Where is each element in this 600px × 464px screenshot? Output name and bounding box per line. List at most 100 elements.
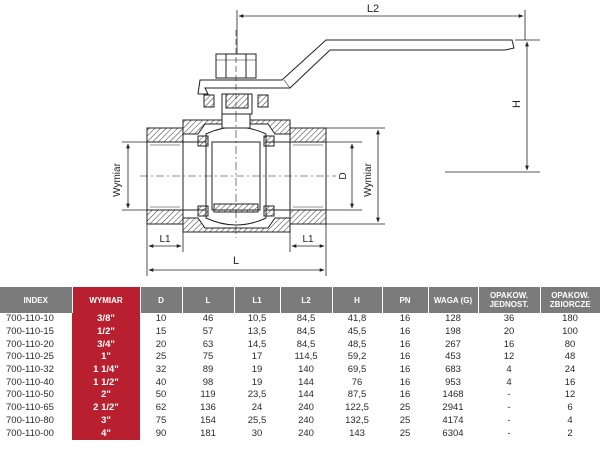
- cell-pn: 16: [399, 313, 411, 325]
- valve-body: [140, 113, 336, 238]
- header-opakow-jednost: OPAKOW. JEDNOST.: [477, 287, 540, 313]
- dimension-h: H: [445, 39, 540, 173]
- cell-opakow-jednost: 36: [503, 313, 515, 325]
- cell-opakow-jednost: -: [507, 402, 511, 414]
- cell-l: 57: [202, 326, 214, 338]
- cell-index: 700-110-25: [6, 351, 54, 363]
- cell-l2: 140: [298, 364, 314, 376]
- header-waga: WAGA (G): [427, 287, 478, 313]
- cell-wymiar: 1": [72, 351, 140, 364]
- cell-index: 700-110-10: [6, 313, 54, 325]
- cell-waga: 6304: [442, 427, 464, 439]
- cell-l: 63: [202, 338, 214, 350]
- cell-d: 40: [155, 376, 167, 388]
- cell-h: 48,5: [347, 338, 367, 350]
- cell-l1: 24: [251, 402, 263, 414]
- cell-index: 700-110-65: [6, 402, 54, 414]
- cell-wymiar: 3/4": [72, 338, 140, 352]
- cell-l1: 14,5: [247, 338, 267, 350]
- cell-l: 89: [202, 364, 214, 376]
- cell-index: 700-110-15: [6, 326, 54, 338]
- cell-opakow-zbiorcze: 4: [567, 414, 573, 426]
- cell-h: 59,2: [347, 351, 367, 363]
- cell-d: 32: [155, 364, 167, 376]
- cell-h: 41,8: [347, 313, 367, 325]
- cell-waga: 453: [445, 351, 461, 363]
- cell-waga: 198: [445, 326, 461, 338]
- cell-h: 87,5: [347, 389, 367, 401]
- cell-l1: 30: [251, 427, 263, 439]
- cell-l1: 19: [251, 364, 263, 376]
- cell-wymiar: 1/2": [72, 325, 140, 339]
- cell-wymiar: 3/8": [72, 313, 140, 326]
- dimension-d: D: [326, 141, 362, 211]
- cell-l1: 19: [251, 376, 263, 388]
- cell-index: 700-110-00: [6, 427, 54, 439]
- spec-table: INDEX WYMIAR D L L1 L2 H PN WAGA (G) OPA…: [0, 287, 600, 440]
- cell-h: 76: [351, 376, 363, 388]
- cell-index: 700-110-20: [6, 338, 54, 350]
- cell-h: 122,5: [345, 402, 369, 414]
- header-wymiar: WYMIAR: [71, 287, 140, 313]
- cell-d: 20: [155, 338, 167, 350]
- cell-l2: 144: [298, 389, 314, 401]
- cell-opakow-zbiorcze: 80: [564, 338, 576, 350]
- cell-d: 50: [155, 389, 167, 401]
- cell-l: 46: [202, 313, 214, 325]
- label-wymiar-right: Wymiar: [363, 162, 374, 196]
- cell-opakow-zbiorcze: 48: [564, 351, 576, 363]
- label-h: H: [511, 100, 523, 108]
- cell-d: 75: [155, 414, 167, 426]
- cell-opakow-jednost: -: [507, 427, 511, 439]
- cell-opakow-jednost: -: [507, 389, 511, 401]
- cell-index: 700-110-32: [6, 364, 54, 376]
- cell-opakow-zbiorcze: 24: [564, 364, 576, 376]
- cell-opakow-jednost: 12: [503, 351, 515, 363]
- cell-l1: 23,5: [247, 389, 267, 401]
- cell-index: 700-110-40: [6, 376, 54, 388]
- cell-opakow-zbiorcze: 180: [562, 313, 578, 325]
- cell-h: 45,5: [347, 326, 367, 338]
- cell-l2: 144: [298, 376, 314, 388]
- dimension-wymiar-left: Wymiar: [112, 141, 150, 211]
- cell-opakow-zbiorcze: 100: [562, 326, 578, 338]
- cell-l2: 240: [298, 414, 314, 426]
- cell-pn: 25: [399, 427, 411, 439]
- cell-pn: 16: [399, 351, 411, 363]
- cell-opakow-jednost: -: [507, 414, 511, 426]
- dimension-wymiar-right: Wymiar: [326, 127, 385, 225]
- cell-l: 119: [200, 389, 216, 401]
- cell-d: 15: [155, 326, 167, 338]
- cell-l: 98: [202, 376, 214, 388]
- cell-l2: 84,5: [296, 313, 316, 325]
- cell-h: 69,5: [347, 364, 367, 376]
- cell-pn: 16: [399, 376, 411, 388]
- cell-opakow-jednost: 16: [503, 338, 515, 350]
- cell-pn: 16: [399, 338, 411, 350]
- cell-l1: 17: [251, 351, 263, 363]
- cell-wymiar: 3": [72, 414, 140, 428]
- cell-l1: 25,5: [247, 414, 267, 426]
- cell-d: 25: [155, 351, 167, 363]
- cell-waga: 2941: [442, 402, 464, 414]
- cell-l1: 13,5: [247, 326, 267, 338]
- cell-l2: 114,5: [294, 351, 318, 363]
- cell-waga: 953: [445, 376, 461, 388]
- header-opakow-zbiorcze: OPAKOW. ZBIORCZE: [539, 287, 600, 313]
- cell-opakow-jednost: 20: [503, 326, 515, 338]
- cell-wymiar: 4": [72, 427, 140, 440]
- cell-wymiar: 1 1/4": [72, 363, 140, 377]
- cell-opakow-zbiorcze: 2: [567, 427, 573, 439]
- table-header-row: INDEX WYMIAR D L L1 L2 H PN WAGA (G) OPA…: [0, 287, 600, 313]
- label-wymiar-left: Wymiar: [112, 162, 123, 196]
- label-l1-left: L1: [159, 234, 171, 245]
- dimension-l1-left: L1: [146, 224, 184, 276]
- header-h: H: [331, 287, 382, 313]
- header-pn: PN: [381, 287, 428, 313]
- cell-pn: 25: [399, 414, 411, 426]
